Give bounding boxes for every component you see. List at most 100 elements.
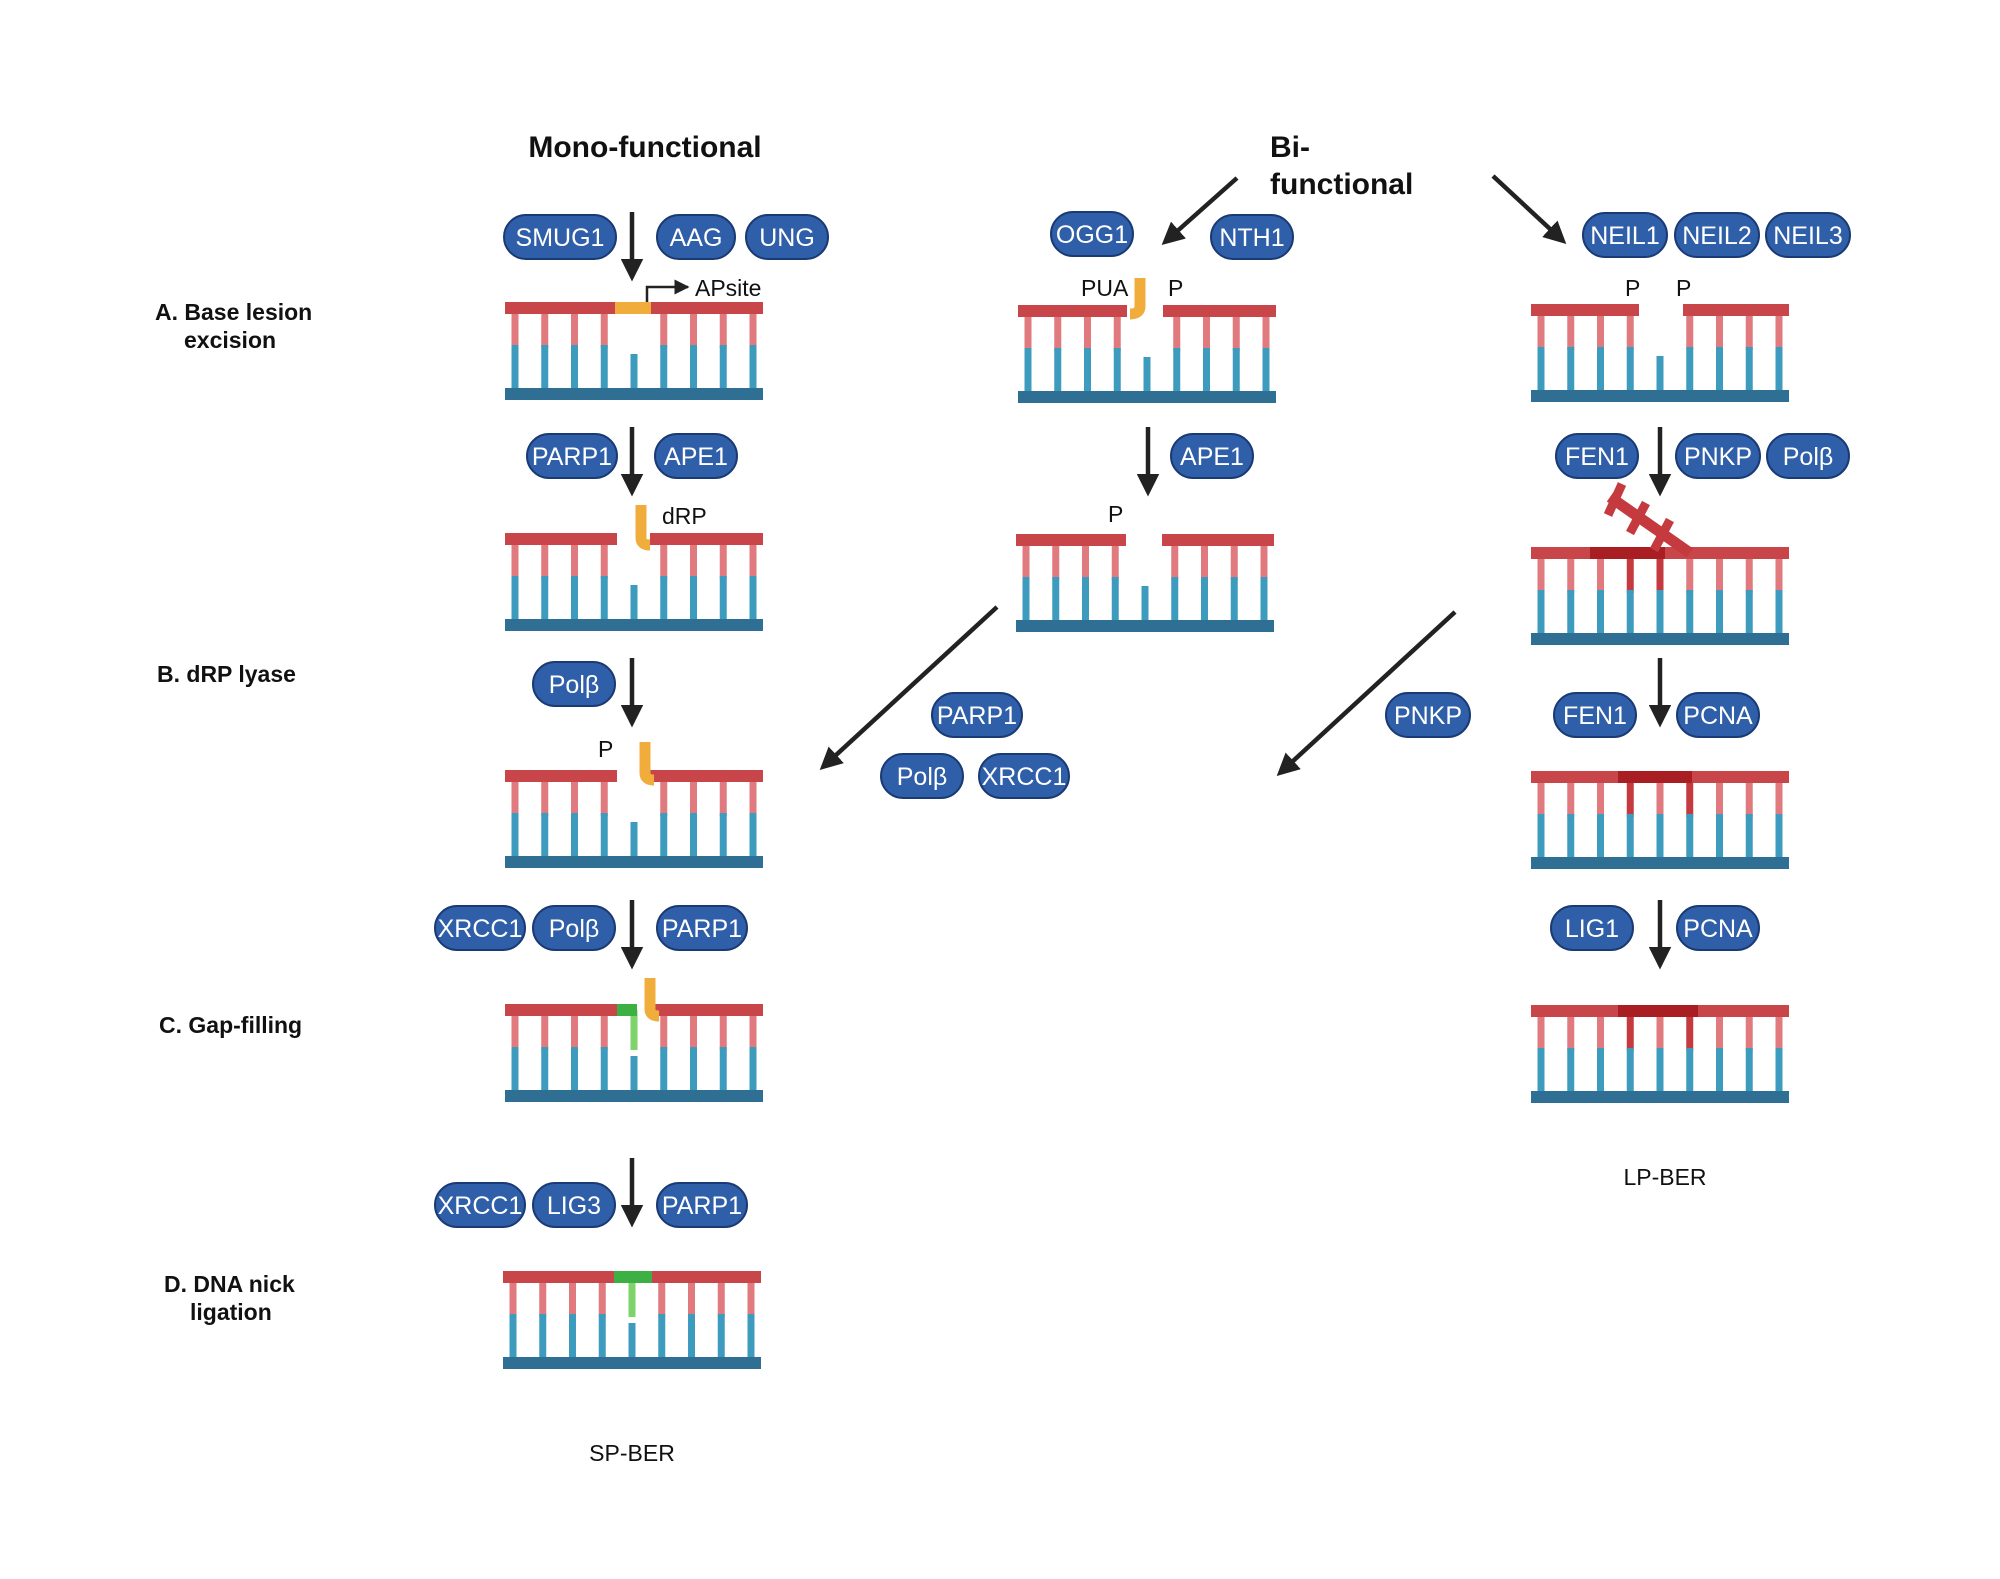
dna-top-base xyxy=(539,1277,547,1317)
ap-site-lesion xyxy=(615,302,651,314)
dna-top-base xyxy=(749,776,757,816)
dna-top-base xyxy=(1567,553,1575,593)
dna-bottom-base xyxy=(630,354,638,388)
dna-top-base xyxy=(660,1010,668,1050)
flap-bases xyxy=(1603,482,1674,553)
ap-site-pointer xyxy=(645,279,690,303)
dna-top-base xyxy=(1054,311,1062,351)
dna-top-base xyxy=(1716,310,1723,350)
protein-parp1: PARP1 xyxy=(931,692,1023,738)
protein-pill-shape xyxy=(654,433,738,479)
dna-bottom-base xyxy=(600,576,608,619)
dna-top-base xyxy=(660,539,668,579)
dna-top-base xyxy=(1656,1011,1664,1051)
arrow-neil-to-sp xyxy=(1276,610,1457,777)
dna-top-base xyxy=(600,308,608,348)
dna-bottom-base xyxy=(1230,577,1238,620)
dna-bottom-base xyxy=(571,345,578,388)
dna-bottom-strand xyxy=(505,856,763,868)
protein-pill-shape xyxy=(1676,905,1760,951)
dna-bottom-base xyxy=(1656,814,1664,857)
dna-top-base xyxy=(1597,310,1604,350)
dna-top-base xyxy=(719,776,727,816)
mono-functional-header: Mono-functional xyxy=(528,131,761,164)
dna-bottom-base xyxy=(1597,347,1604,390)
dna-bottom-base xyxy=(569,1314,576,1357)
protein-pill-shape xyxy=(1675,433,1761,479)
dna-bottom-base xyxy=(1745,1048,1753,1091)
dna-bottom-strand xyxy=(505,388,763,400)
dna-top-base xyxy=(749,1010,757,1050)
dna-bottom-base xyxy=(541,576,549,619)
dna-top-base xyxy=(600,539,608,579)
dna-top-base xyxy=(749,308,757,348)
protein-polb: Polβ xyxy=(532,905,616,951)
dna-bottom-base xyxy=(571,576,578,619)
dna-top-base xyxy=(600,776,608,816)
dna-bottom-base xyxy=(1775,1048,1783,1091)
dna-top-strand xyxy=(1018,305,1127,317)
dna-top-base xyxy=(1656,777,1664,817)
dna-top-base xyxy=(541,776,549,816)
dna-bottom-base xyxy=(1597,590,1604,633)
dna-bottom-base xyxy=(571,813,578,856)
dna-top-base xyxy=(1775,310,1783,350)
step-c-label: C. Gap-filling xyxy=(159,1012,302,1038)
dna-top-strand xyxy=(505,533,617,545)
dna-top-base xyxy=(1716,553,1723,593)
dna-bottom-base xyxy=(717,1314,725,1357)
protein-pill-shape xyxy=(1765,212,1851,258)
dna-bottom-base xyxy=(1567,1048,1575,1091)
dna-bottom-base xyxy=(749,813,757,856)
dna-ligated xyxy=(503,1271,761,1369)
dna-top-base xyxy=(1716,1011,1723,1051)
protein-label: APE1 xyxy=(1180,443,1244,471)
dna-bottom-base xyxy=(660,1047,668,1090)
dna-bottom-base xyxy=(600,813,608,856)
protein-label: NTH1 xyxy=(1219,224,1284,252)
step-a-label-line1: A. Base lesion xyxy=(155,299,312,325)
protein-nth1: NTH1 xyxy=(1210,214,1294,260)
drp-flap xyxy=(635,505,651,551)
dna-bottom-base xyxy=(541,813,549,856)
dna-new-base xyxy=(630,1010,638,1050)
protein-aag: AAG xyxy=(656,214,736,260)
dna-top-base xyxy=(1567,1011,1575,1051)
protein-pill-shape xyxy=(434,1182,526,1228)
dna-bottom-base xyxy=(1082,577,1089,620)
dna-top-base xyxy=(1260,540,1268,580)
dna-top-strand xyxy=(650,533,763,545)
dna-top-base xyxy=(1686,777,1694,817)
protein-polb: Polβ xyxy=(1766,433,1850,479)
protein-polb: Polβ xyxy=(880,753,964,799)
protein-label: Polβ xyxy=(1783,443,1834,471)
dna-bottom-base xyxy=(1171,577,1179,620)
dna-bottom-base xyxy=(1052,577,1060,620)
pua-flap xyxy=(1129,278,1146,320)
drp-label: dRP xyxy=(662,503,707,529)
step-a-label-line2: excision xyxy=(184,327,276,353)
dna-top-base xyxy=(1052,540,1060,580)
dna-top-base xyxy=(511,308,519,348)
protein-label: APE1 xyxy=(664,443,728,471)
protein-label: XRCC1 xyxy=(982,763,1067,791)
dna-top-strand xyxy=(1163,305,1276,317)
protein-pill-shape xyxy=(434,905,526,951)
dna-bottom-base xyxy=(541,345,549,388)
dna-pua xyxy=(1018,278,1276,403)
dna-top-base xyxy=(1537,553,1545,593)
dna-bottom-base xyxy=(630,822,638,856)
dna-drp xyxy=(505,505,763,631)
dna-top-base xyxy=(571,308,578,348)
dna-bottom-base xyxy=(1537,814,1545,857)
protein-pill-shape xyxy=(1550,905,1634,951)
dna-bottom-base xyxy=(511,813,519,856)
dna-bottom-base xyxy=(719,345,727,388)
dna-bottom-base xyxy=(1716,814,1723,857)
dna-layer xyxy=(503,278,1789,1369)
dna-top-base xyxy=(690,539,697,579)
dna-bottom-base xyxy=(1775,347,1783,390)
dna-top-base xyxy=(1111,540,1119,580)
p-label-neil-left: P xyxy=(1625,275,1640,301)
